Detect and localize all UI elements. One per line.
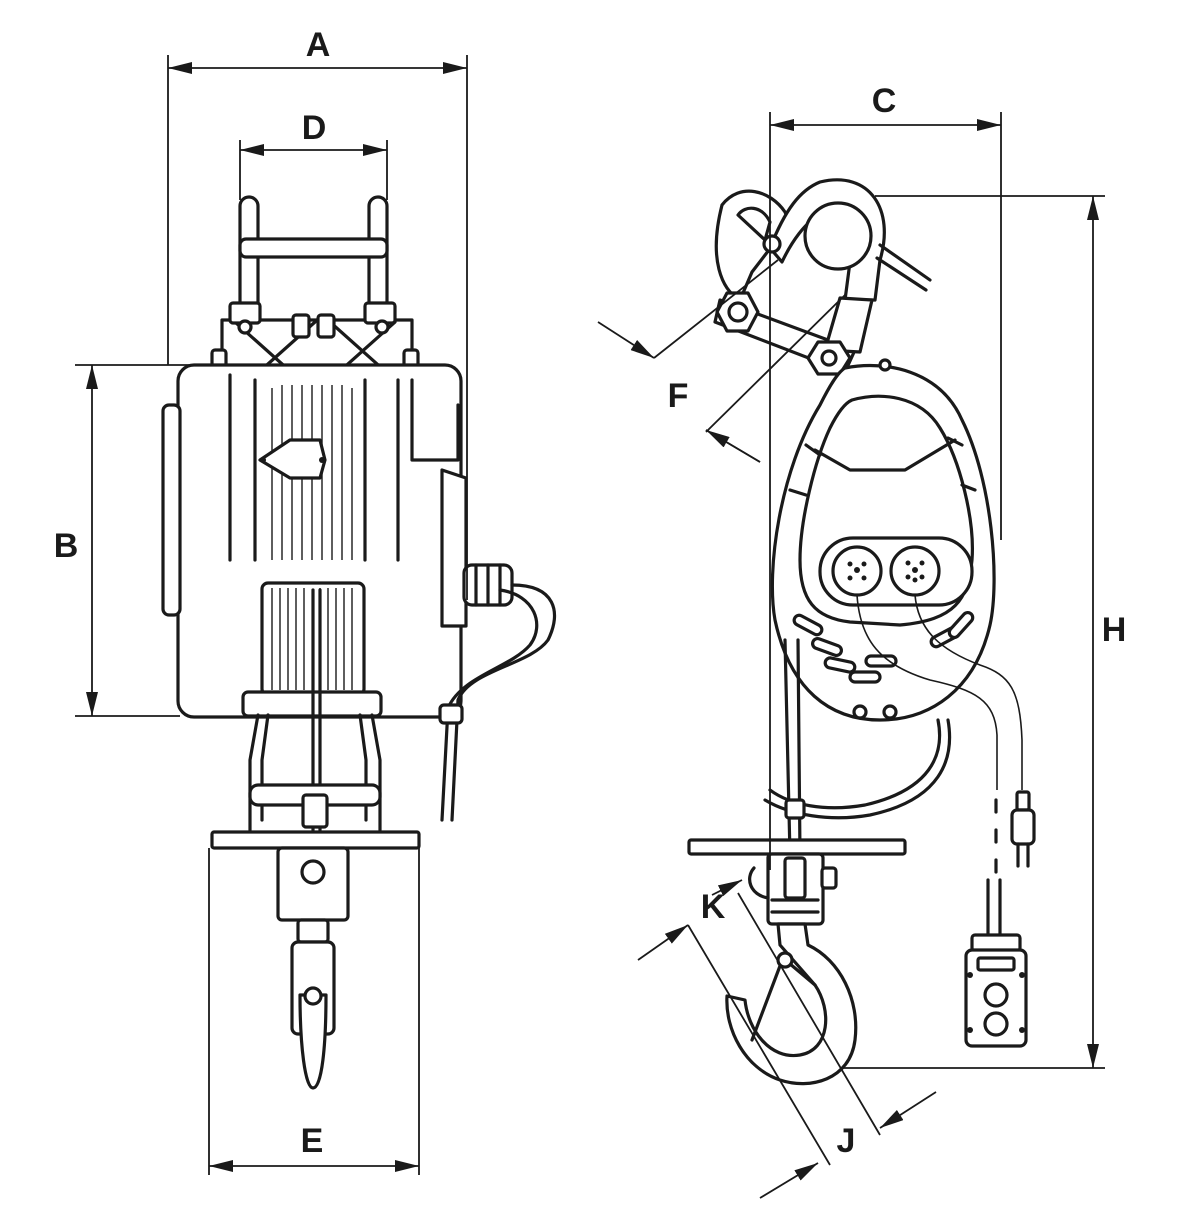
dimension-label-e: E [301,1122,324,1160]
front-power-cable [438,563,557,822]
side-top-hook [713,178,932,376]
dimension-lines [75,55,1105,1199]
dimension-label-d: D [302,109,327,147]
side-hoist-casing [770,358,996,722]
front-hook-assembly [210,830,421,1090]
dimension-label-a: A [306,26,331,64]
pendant-control [964,933,1028,1048]
dimension-labels: A D B E C F H K J [54,26,1127,1160]
vent-slots [792,610,975,684]
dimension-label-j: J [837,1122,856,1160]
front-lower-frame [248,713,382,832]
side-view [687,178,1036,1086]
dimension-label-h: H [1102,611,1127,649]
side-rope-and-guide [687,638,952,926]
dimension-label-c: C [872,82,897,120]
front-mounting-bracket [210,195,420,382]
side-cables [856,594,1036,937]
name-plate [258,438,327,480]
front-hoist-body [161,363,468,719]
front-view [161,195,557,1090]
dimension-label-b: B [54,527,79,565]
dimension-label-k: K [701,888,726,926]
dimension-label-f: F [668,377,689,415]
